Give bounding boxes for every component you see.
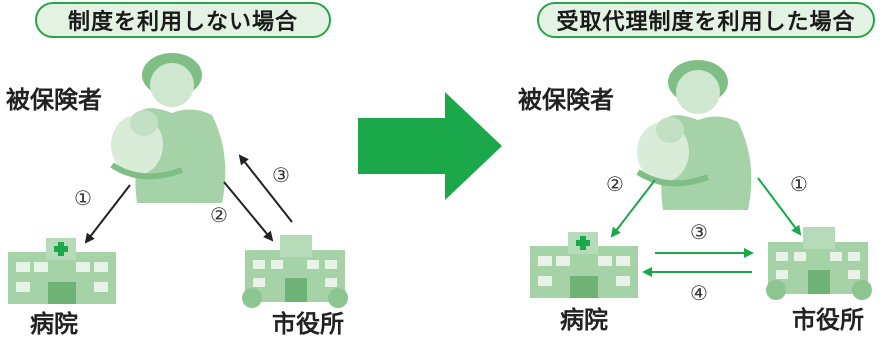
left-arrow-2 — [223, 181, 274, 242]
right-arrow-2 — [610, 179, 656, 238]
right-cityhall-illustration — [766, 227, 872, 300]
right-step-2: ② — [606, 172, 624, 196]
left-insured-label: 被保険者 — [6, 86, 102, 114]
left-step-1: ① — [74, 186, 92, 210]
left-hospital-illustration — [8, 238, 116, 304]
left-step-2: ② — [210, 203, 228, 227]
left-arrow-3 — [238, 154, 293, 223]
right-step-4: ④ — [690, 281, 708, 305]
left-cityhall-illustration — [242, 235, 348, 308]
left-cityhall-label: 市役所 — [272, 310, 344, 338]
right-hospital-label: 病院 — [560, 306, 608, 334]
right-insured-label: 被保険者 — [518, 86, 614, 114]
right-heading: 受取代理制度を利用した場合 — [537, 2, 875, 38]
transition-arrow — [358, 92, 502, 200]
right-arrow-1 — [757, 177, 802, 236]
right-step-1: ① — [790, 172, 808, 196]
left-arrow-1 — [84, 184, 131, 244]
right-hospital-illustration — [530, 232, 638, 298]
right-step-3: ③ — [690, 220, 708, 244]
left-heading: 制度を利用しない場合 — [35, 2, 331, 38]
right-cityhall-label: 市役所 — [792, 306, 864, 334]
left-step-3: ③ — [272, 163, 290, 187]
left-insured-illustration — [111, 53, 225, 203]
left-hospital-label: 病院 — [30, 310, 78, 338]
right-insured-illustration — [637, 60, 751, 210]
